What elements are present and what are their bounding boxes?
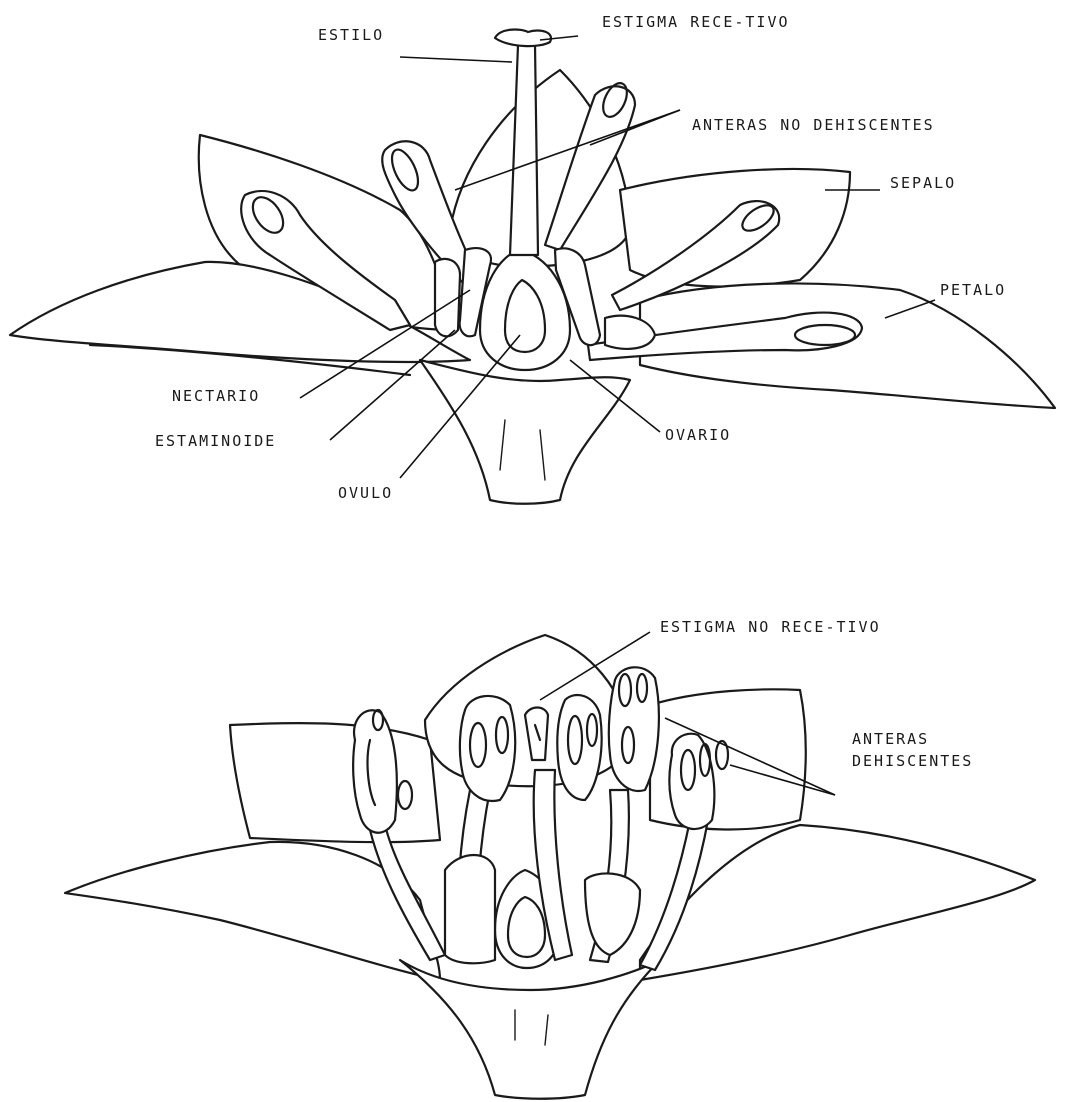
staminode-left	[435, 259, 460, 336]
label-estigma-no-receptivo: ESTIGMA NO RECE-TIVO	[660, 620, 881, 635]
label-estilo: ESTILO	[318, 28, 384, 43]
label-anteras-no-dehiscentes: ANTERAS NO DEHISCENTES	[692, 118, 935, 133]
stigma-receptive	[495, 30, 551, 47]
receptacle	[420, 360, 630, 504]
inner-petal-fold-right	[585, 873, 640, 955]
label-anteras-dehiscentes: ANTERAS DEHISCENTES	[852, 728, 973, 772]
label-nectario: NECTARIO	[172, 389, 260, 404]
label-anteras-dehiscentes-line1: ANTERAS	[852, 728, 973, 750]
label-estaminoide: ESTAMINOIDE	[155, 434, 276, 449]
label-anteras-dehiscentes-line2: DEHISCENTES	[852, 750, 973, 772]
flower-closed-dehiscent	[65, 635, 1035, 1099]
label-ovulo: OVULO	[338, 486, 393, 501]
anther-right	[609, 667, 659, 791]
label-petalo: PETALO	[940, 283, 1006, 298]
label-estigma-receptivo: ESTIGMA RECE-TIVO	[602, 15, 790, 30]
receptacle-bottom	[400, 960, 660, 1099]
style	[510, 45, 538, 255]
label-ovario: OVARIO	[665, 428, 731, 443]
anther-left	[460, 696, 515, 801]
inner-petal-fold-left	[445, 855, 495, 963]
anther-center	[557, 695, 601, 800]
label-sepalo: SEPALO	[890, 176, 956, 191]
